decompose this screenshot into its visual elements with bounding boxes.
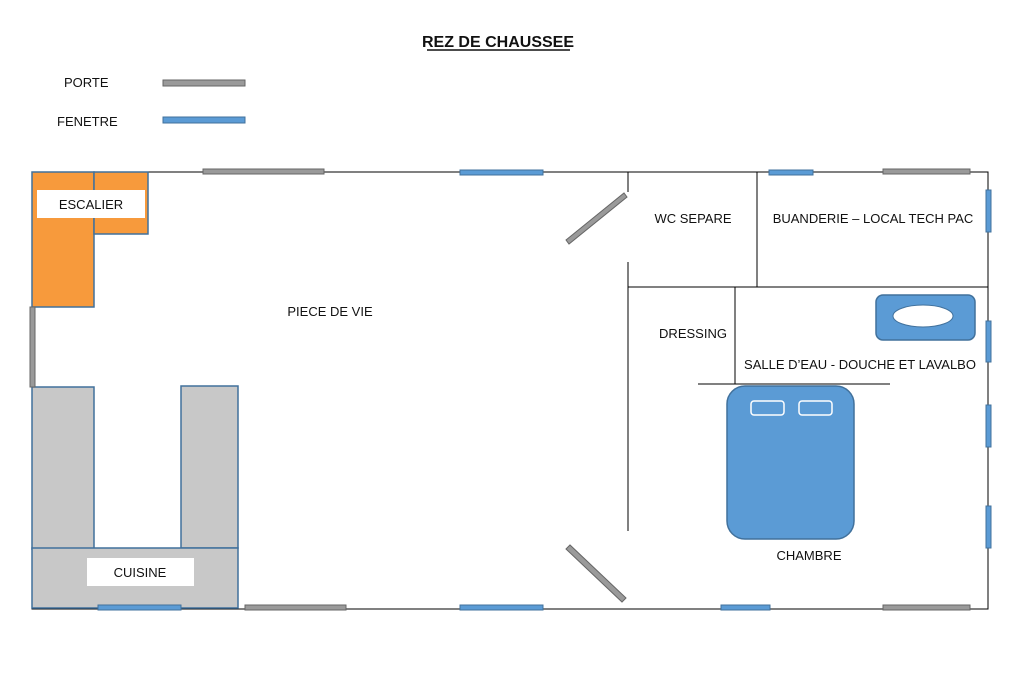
window-right-3 [985, 404, 992, 448]
legend-door-label: PORTE [64, 75, 109, 90]
window-top-center [459, 169, 544, 176]
door-left-side [29, 306, 36, 388]
bed [726, 385, 855, 540]
door-top-left [202, 168, 325, 175]
doors [29, 168, 971, 611]
escalier-label: ESCALIER [59, 197, 123, 212]
salle-eau-label: SALLE D’EAU - DOUCHE ET LAVALBO [744, 357, 976, 372]
legend-door-swatch [162, 79, 246, 87]
cuisine-label-box [87, 558, 194, 586]
chambre-label: CHAMBRE [776, 548, 841, 563]
dressing-label: DRESSING [659, 326, 727, 341]
legend-window-label: FENETRE [57, 114, 118, 129]
buanderie-label: BUANDERIE – LOCAL TECH PAC [773, 211, 974, 226]
pillow-left [750, 400, 785, 416]
window-bottom-left [97, 604, 182, 611]
washbasin-bowl [892, 304, 954, 328]
door-bottom-right [882, 604, 971, 611]
door-swing-top [565, 192, 628, 245]
pillow-right [798, 400, 833, 416]
window-right-4 [985, 505, 992, 549]
windows [97, 169, 992, 611]
window-bottom-right [720, 604, 771, 611]
wc-label: WC SEPARE [654, 211, 731, 226]
window-right-1 [985, 189, 992, 233]
piece-de-vie-label: PIECE DE VIE [287, 304, 373, 319]
window-bottom-center [459, 604, 544, 611]
escalier-label-box [37, 190, 145, 218]
window-right-2 [985, 320, 992, 363]
legend-window-swatch [162, 116, 246, 124]
plan-title: REZ DE CHAUSSEE [422, 34, 574, 51]
door-top-right [882, 168, 971, 175]
window-top-right [768, 169, 814, 176]
door-bottom-left [244, 604, 347, 611]
cuisine-label: CUISINE [114, 565, 167, 580]
interior-walls [627, 172, 988, 531]
door-swing-bottom [565, 544, 627, 603]
